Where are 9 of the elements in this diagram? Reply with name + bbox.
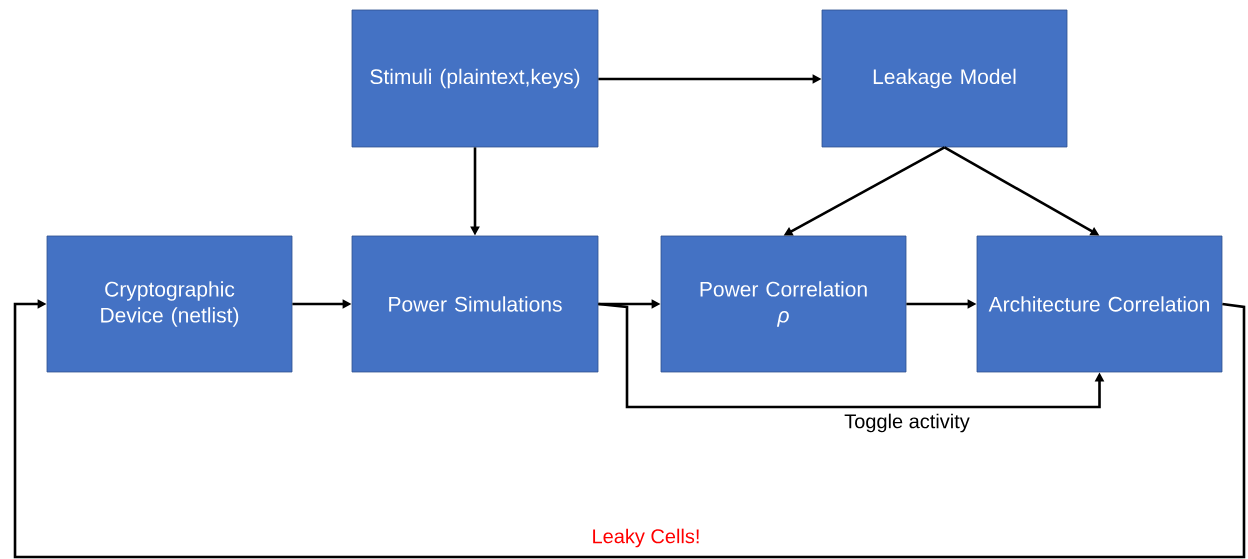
process-box: Stimuli (plaintext,keys) [351,9,599,148]
edge-label: Leaky Cells! [590,527,702,549]
process-box: Leakage Model [821,9,1068,148]
edge-label: Toggle activity [843,412,971,434]
process-box: Power Simulations [351,235,599,373]
process-box: Cryptographic Device (netlist) [46,235,293,373]
process-box: Power Correlation ρ [660,235,907,373]
process-box: Architecture Correlation [976,235,1223,373]
arrow [13,299,1246,559]
